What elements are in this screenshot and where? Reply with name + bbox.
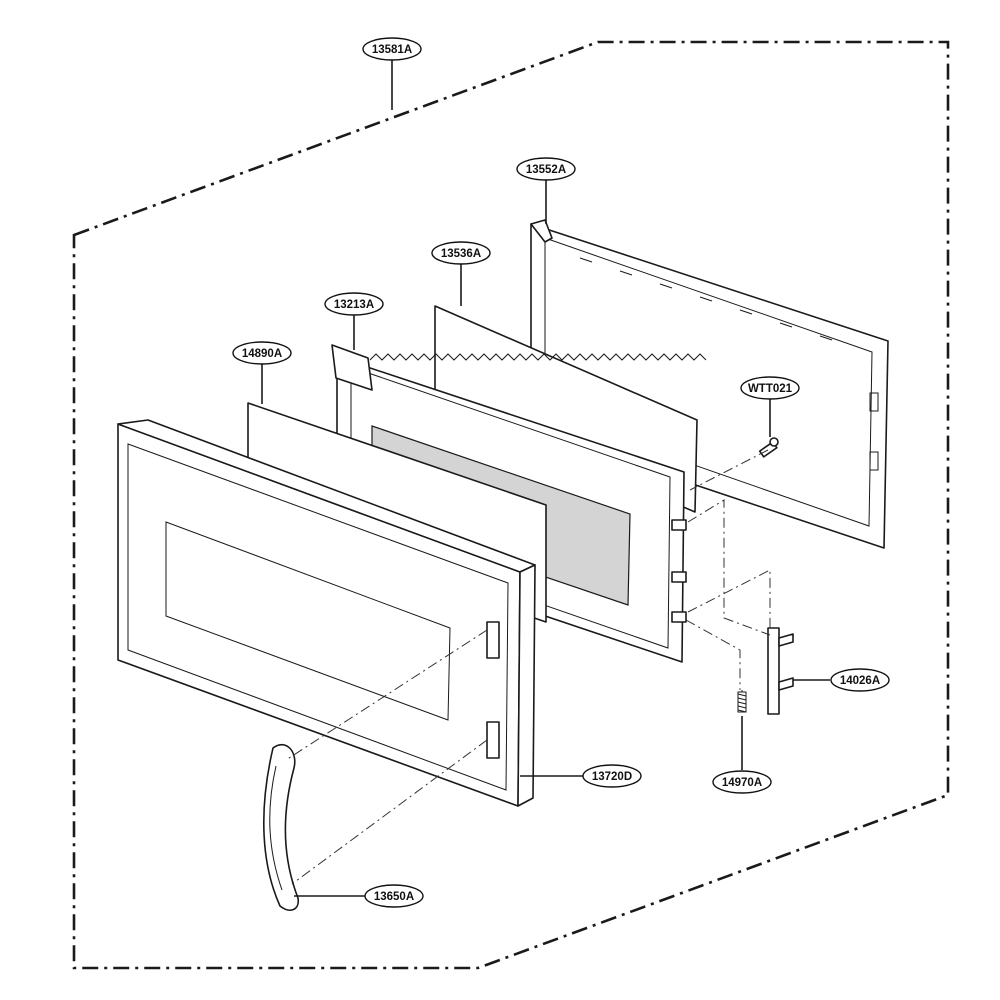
callout-label: 13650A [374,891,414,903]
callout-label: WTT021 [748,383,793,395]
callout-label: 13536A [441,248,481,260]
callout-13552A: 13552A [516,157,576,181]
part-14026A-latch [767,627,794,715]
callout-13213A: 13213A [324,292,384,316]
part-WTT021-screw [758,437,779,458]
callout-label: 13720D [592,771,632,783]
callout-13720D: 13720D [582,764,642,788]
callout-14026A: 14026A [830,668,890,692]
callout-WTT021: WTT021 [740,376,800,400]
part-13720D-front-door [117,419,536,807]
callout-label: 14970A [722,777,762,789]
assembly-boundary [72,40,950,970]
callout-label: 13552A [526,164,566,176]
callout-13536A: 13536A [431,241,491,265]
leader-lines [261,59,830,897]
callout-label: 13581A [372,44,412,56]
part-13650A-handle [263,743,300,911]
callout-14970A: 14970A [712,770,772,794]
callout-label: 14890A [242,348,282,360]
callout-label: 13213A [334,299,374,311]
callout-13581A: 13581A [362,37,422,61]
callout-13650A: 13650A [364,884,424,908]
callout-label: 14026A [840,675,880,687]
part-14970A-spring [737,690,747,713]
assembly-guide-lines [285,449,771,885]
callout-14890A: 14890A [232,341,292,365]
